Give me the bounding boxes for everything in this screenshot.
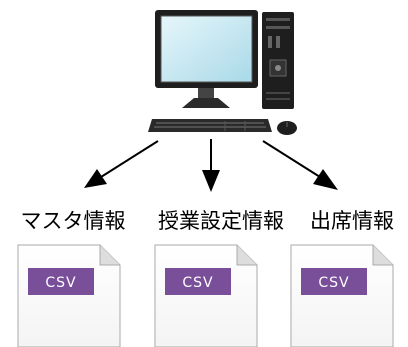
desktop-computer-icon <box>155 10 294 109</box>
csv-badge-text: CSV <box>45 275 76 291</box>
csv-file-icon: CSV <box>154 244 258 347</box>
csv-badge-text: CSV <box>318 275 349 291</box>
node-label-class-settings: 授業設定情報 <box>158 209 284 233</box>
arrow-to-class-settings <box>202 139 220 192</box>
keyboard-icon <box>148 119 272 132</box>
node-label-attendance: 出席情報 <box>310 209 394 233</box>
mouse-icon <box>277 121 297 135</box>
arrow-to-attendance <box>262 140 338 190</box>
arrow-to-master <box>84 140 159 188</box>
csv-file-icon: CSV <box>290 244 394 347</box>
csv-badge-text: CSV <box>182 275 213 291</box>
csv-file-icon: CSV <box>17 244 121 347</box>
node-label-master: マスタ情報 <box>20 209 126 233</box>
